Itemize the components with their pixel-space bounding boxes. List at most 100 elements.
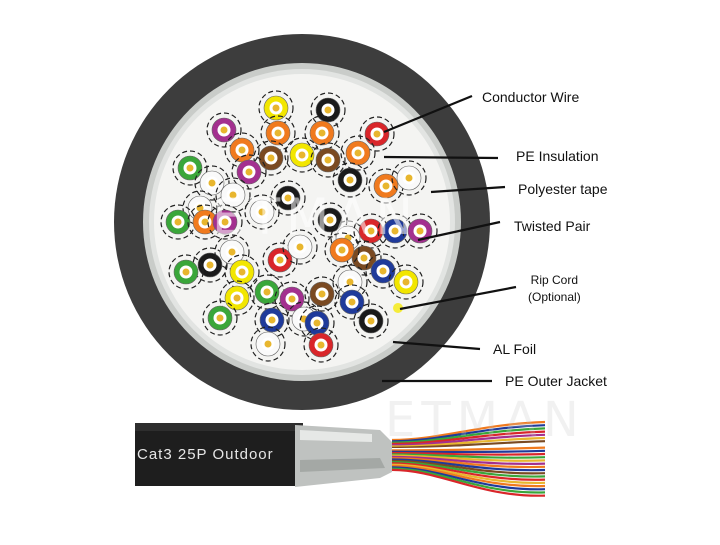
copper-conductor bbox=[402, 278, 410, 286]
label-rip-cord-line1: Rip Cord bbox=[530, 273, 579, 287]
cable-wire-strand bbox=[391, 457, 546, 469]
cable-wire-strand bbox=[391, 468, 546, 497]
cable-wire-strand bbox=[391, 443, 546, 451]
leader-line-polyester bbox=[430, 185, 506, 194]
copper-conductor bbox=[367, 227, 375, 235]
copper-conductor bbox=[313, 319, 321, 327]
label-pe-insulation: PE Insulation bbox=[516, 148, 599, 164]
cable-foil-shadow bbox=[300, 458, 385, 472]
copper-conductor bbox=[263, 288, 271, 296]
twisted-pair-boundary bbox=[303, 327, 339, 363]
twisted-pair-boundary bbox=[340, 135, 376, 171]
copper-conductor bbox=[238, 146, 246, 154]
copper-conductor bbox=[174, 218, 182, 226]
twisted-pair-boundary bbox=[244, 194, 280, 230]
leader-line-rip-cord bbox=[399, 285, 517, 311]
copper-conductor bbox=[186, 164, 194, 172]
twisted-pair-boundary bbox=[402, 213, 438, 249]
copper-conductor bbox=[182, 268, 190, 276]
copper-conductor bbox=[318, 290, 326, 298]
copper-conductor bbox=[264, 340, 272, 348]
cable-wire-strand bbox=[391, 464, 546, 488]
twisted-pair-boundary bbox=[346, 240, 382, 276]
copper-conductor bbox=[274, 129, 282, 137]
twisted-pair-boundary bbox=[304, 276, 340, 312]
copper-conductor bbox=[405, 174, 413, 182]
copper-conductor bbox=[326, 216, 334, 224]
twisted-pair-boundary bbox=[168, 254, 204, 290]
copper-conductor bbox=[245, 168, 253, 176]
cable-wire-strand bbox=[391, 446, 546, 452]
cable-print-text: Cat3 25P Outdoor bbox=[137, 446, 274, 463]
copper-conductor bbox=[258, 208, 266, 216]
copper-conductor bbox=[338, 246, 346, 254]
twisted-pair-boundary bbox=[215, 177, 251, 213]
cable-wire-strand bbox=[391, 433, 546, 447]
copper-conductor bbox=[298, 151, 306, 159]
leader-line-twisted-pair bbox=[417, 220, 501, 242]
copper-conductor bbox=[267, 154, 275, 162]
twisted-pair-boundary bbox=[262, 242, 298, 278]
cable-wire-strand bbox=[391, 420, 546, 442]
twisted-pair-boundary bbox=[359, 116, 395, 152]
twisted-pair-boundary bbox=[250, 326, 286, 362]
cable-wire-strand bbox=[391, 462, 546, 481]
cable-jacket-highlight bbox=[135, 423, 303, 431]
leader-line-conductor bbox=[383, 94, 473, 134]
cable-wire-strand bbox=[391, 454, 546, 462]
twisted-pair-boundary bbox=[391, 160, 427, 196]
twisted-pair-boundary bbox=[365, 253, 401, 289]
copper-conductor bbox=[391, 227, 399, 235]
cable-wire-strand bbox=[391, 451, 546, 456]
copper-conductor bbox=[268, 316, 276, 324]
copper-conductor bbox=[233, 294, 241, 302]
copper-conductor bbox=[272, 104, 280, 112]
twisted-pair-boundary bbox=[270, 180, 306, 216]
copper-conductor bbox=[367, 317, 375, 325]
cable-wire-strand bbox=[391, 424, 546, 443]
copper-conductor bbox=[284, 194, 292, 202]
copper-conductor bbox=[354, 149, 362, 157]
twisted-pair-boundary bbox=[253, 140, 289, 176]
twisted-pair-boundary bbox=[310, 142, 346, 178]
twisted-pair-boundary bbox=[194, 165, 230, 201]
cable-wire-strand bbox=[391, 453, 546, 459]
copper-conductor bbox=[220, 126, 228, 134]
cable-foil-highlight bbox=[300, 430, 372, 442]
cable-wire-strand bbox=[391, 467, 546, 494]
copper-conductor bbox=[346, 278, 354, 286]
cable-wire-strand bbox=[391, 461, 546, 478]
twisted-pair-boundary bbox=[332, 162, 368, 198]
copper-conductor bbox=[324, 106, 332, 114]
cable-wire-strand bbox=[391, 455, 546, 465]
copper-conductor bbox=[208, 179, 216, 187]
cable-wire-strand bbox=[391, 440, 546, 449]
twisted-pair-boundary bbox=[206, 112, 242, 148]
copper-conductor bbox=[276, 256, 284, 264]
leader-line-al-foil bbox=[392, 340, 481, 351]
cable-wire-strand bbox=[391, 449, 546, 454]
copper-conductor bbox=[216, 314, 224, 322]
copper-conductor bbox=[228, 248, 236, 256]
label-twisted-pair: Twisted Pair bbox=[514, 218, 591, 234]
cable-wire-strand bbox=[391, 466, 546, 491]
copper-conductor bbox=[416, 227, 424, 235]
copper-conductor bbox=[324, 156, 332, 164]
cable-wire-strand bbox=[391, 427, 546, 444]
copper-conductor bbox=[346, 176, 354, 184]
twisted-pair-boundary bbox=[172, 150, 208, 186]
cable-wire-strand bbox=[391, 430, 546, 445]
cable-jacket-side bbox=[135, 423, 303, 486]
copper-conductor bbox=[373, 130, 381, 138]
copper-conductor bbox=[206, 261, 214, 269]
twisted-pair-boundary bbox=[353, 303, 389, 339]
copper-conductor bbox=[379, 267, 387, 275]
twisted-pair-boundary bbox=[324, 232, 360, 268]
copper-conductor bbox=[221, 218, 229, 226]
label-rip-cord: Rip Cord (Optional) bbox=[528, 272, 581, 306]
copper-conductor bbox=[238, 268, 246, 276]
twisted-pair-boundary bbox=[274, 281, 310, 317]
cable-wire-strand bbox=[391, 458, 546, 472]
